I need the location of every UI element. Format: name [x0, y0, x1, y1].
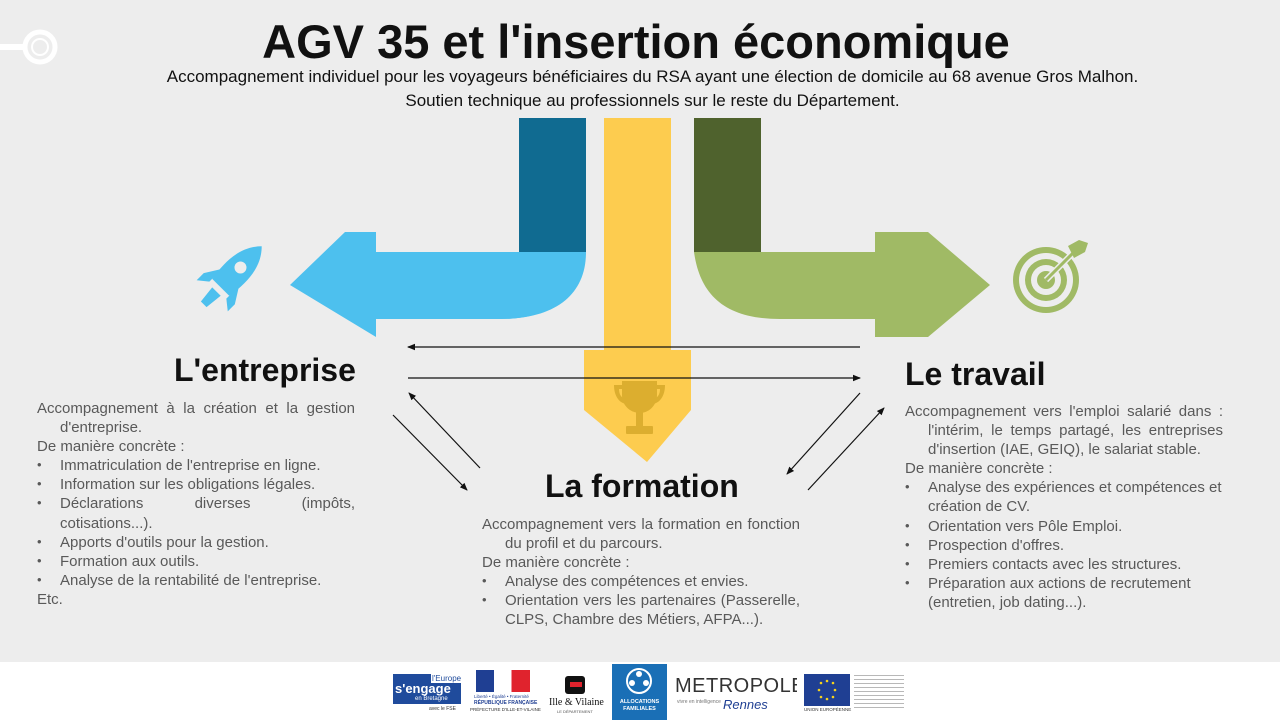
arrow-travail-vertical — [694, 118, 761, 252]
eu-flag-icon — [804, 674, 850, 706]
logo-europe-bretagne: l'Europe s'engage en Bretagne avec le FS… — [393, 674, 461, 712]
formation-intro: Accompagnement vers la formation en fonc… — [482, 516, 800, 553]
arrow-entreprise-vertical — [519, 118, 586, 252]
heading-entreprise: L'entreprise — [174, 352, 356, 388]
arrow-formation — [584, 118, 691, 462]
formation-bullet: Orientation vers les partenaires (Passer… — [482, 590, 800, 629]
entreprise-intro: Accompagnement à la création et la gesti… — [37, 400, 355, 437]
logo-caf: ALLOCATIONS FAMILIALES — [612, 664, 667, 720]
logo-metropole-rennes: METROPOLE Rennes vivre en intelligence — [675, 675, 797, 712]
logo-ille-et-vilaine: Ille & Vilaine LE DÉPARTEMENT — [547, 670, 605, 716]
entreprise-bullet: Apports d'outils pour la gestion. — [37, 532, 355, 552]
travail-text: Accompagnement vers l'emploi salarié dan… — [905, 402, 1223, 612]
target-icon — [1013, 240, 1088, 313]
travail-bullet: Orientation vers Pôle Emploi. — [905, 516, 1223, 536]
key-icon — [0, 29, 58, 65]
flow-diagram — [196, 118, 1088, 491]
entreprise-bullet: Analyse de la rentabilité de l'entrepris… — [37, 570, 355, 590]
subtitle-line-2: Soutien technique au professionnels sur … — [405, 91, 900, 110]
travail-bullet: Analyse des expériences et compétences e… — [905, 477, 1223, 516]
travail-bullet: Premiers contacts avec les structures. — [905, 554, 1223, 574]
trophy-icon — [614, 381, 665, 434]
arrow-travail-head — [694, 232, 990, 337]
formation-concrete: De manière concrète : — [482, 554, 630, 572]
travail-concrete: De manière concrète : — [905, 460, 1053, 478]
travail-bullet: Préparation aux actions de recrutement (… — [905, 573, 1223, 612]
subtitle-line-1: Accompagnement individuel pour les voyag… — [166, 67, 1139, 86]
formation-bullet: Analyse des compétences et envies. — [482, 571, 800, 591]
entreprise-text: Accompagnement à la création et la gesti… — [37, 399, 355, 609]
page-title: AGV 35 et l'insertion économique — [262, 15, 1010, 68]
connector-travail-to-formation — [786, 392, 861, 475]
entreprise-bullet: Déclarations diverses (impôts, cotisatio… — [37, 493, 355, 532]
entreprise-bullet: Information sur les obligations légales. — [37, 474, 355, 494]
rocket-icon — [196, 246, 262, 312]
connector-formation-to-entreprise — [408, 392, 481, 469]
connector-formation-to-travail — [807, 407, 885, 491]
caf-emblem-icon — [626, 668, 652, 694]
connector-entreprise-to-formation — [392, 414, 468, 491]
logo-union-europeenne: UNION EUROPÉENNE — [804, 670, 906, 716]
travail-bullet: Prospection d'offres. — [905, 535, 1223, 555]
arrow-entreprise-head — [290, 232, 586, 337]
slide-canvas: AGV 35 et l'insertion économique Accompa… — [0, 0, 1280, 662]
formation-text: Accompagnement vers la formation en fonc… — [482, 515, 800, 630]
travail-intro: Accompagnement vers l'emploi salarié dan… — [905, 403, 1223, 459]
entreprise-outro: Etc. — [37, 590, 63, 608]
entreprise-concrete: De manière concrète : — [37, 438, 185, 456]
heading-travail: Le travail — [905, 356, 1046, 392]
logo-prefecture: Liberté • Égalité • Fraternité RÉPUBLIQU… — [470, 670, 542, 716]
entreprise-bullet: Immatriculation de l'entreprise en ligne… — [37, 455, 355, 475]
entreprise-bullet: Formation aux outils. — [37, 551, 355, 571]
heading-formation: La formation — [545, 468, 739, 504]
